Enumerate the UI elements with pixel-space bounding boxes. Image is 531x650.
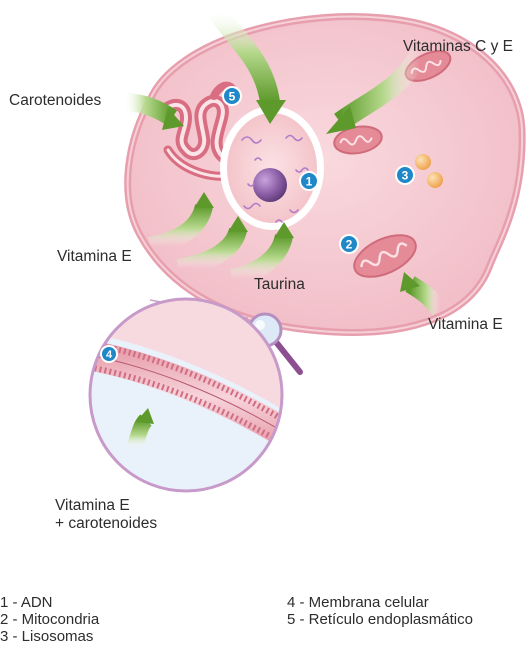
svg-text:3: 3 xyxy=(402,169,409,183)
label-vitamina-e-left: Vitamina E xyxy=(57,248,132,266)
legend-item-adn: 1 - ADN xyxy=(0,594,53,611)
label-vitaminas-c-y-e: Vitaminas C y E xyxy=(403,38,513,56)
label-vitamina-e-right: Vitamina E xyxy=(428,316,503,334)
legend-item-membrana: 4 - Membrana celular xyxy=(287,594,429,611)
legend-item-mitocondria: 2 - Mitocondria xyxy=(0,611,99,628)
legend-item-lisosomas: 3 - Lisosomas xyxy=(0,628,93,645)
label-vitamina-e-membrane: Vitamina E xyxy=(55,497,130,515)
cell-membrane xyxy=(128,17,522,333)
svg-text:1: 1 xyxy=(306,175,313,189)
svg-text:4: 4 xyxy=(106,349,113,361)
marker-2: 2 xyxy=(340,235,358,253)
label-carotenoides-membrane: + carotenoides xyxy=(55,515,157,533)
marker-5: 5 xyxy=(223,87,241,105)
label-carotenoides: Carotenoides xyxy=(9,92,101,110)
marker-3: 3 xyxy=(396,166,414,184)
label-taurina: Taurina xyxy=(254,276,305,294)
svg-text:5: 5 xyxy=(229,90,236,104)
svg-text:2: 2 xyxy=(346,238,353,252)
nucleolus xyxy=(253,168,287,202)
legend-item-reticulo: 5 - Retículo endoplasmático xyxy=(287,611,473,628)
marker-1: 1 xyxy=(300,172,318,190)
nucleus xyxy=(220,106,324,230)
marker-4: 4 xyxy=(101,346,117,362)
